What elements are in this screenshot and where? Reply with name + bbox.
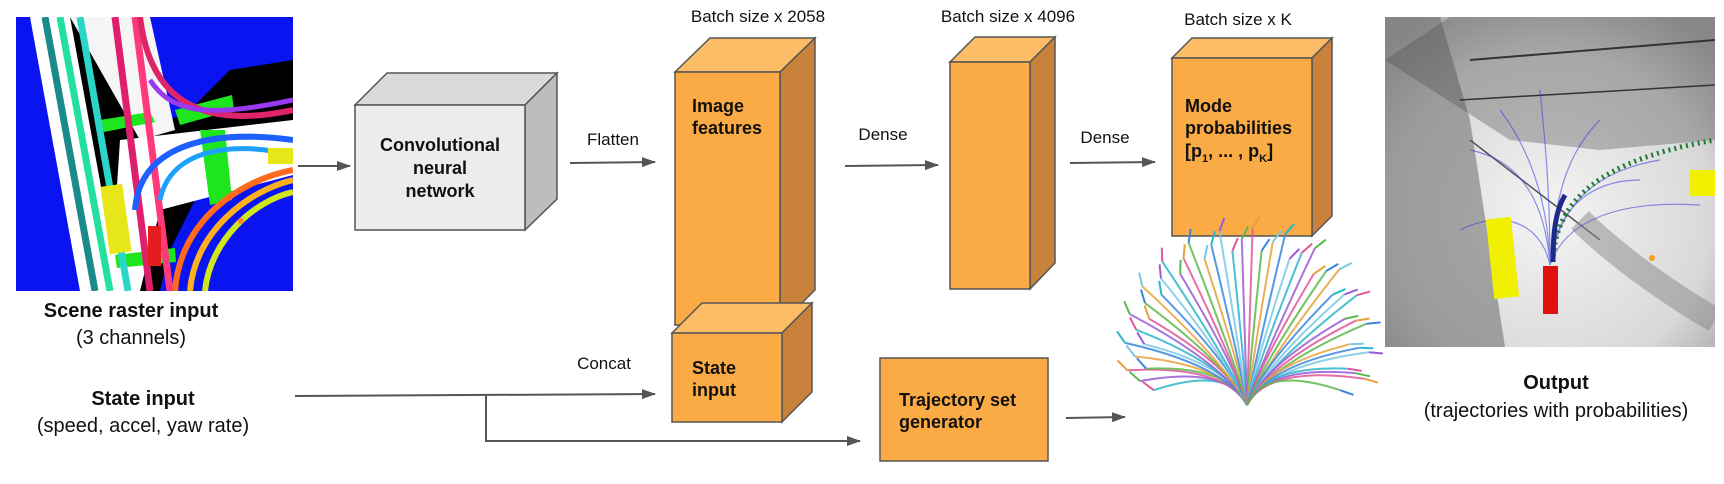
arrow-dense-1 [844, 160, 939, 171]
arrow-generator-to-trajectories [1065, 412, 1126, 423]
concat-label: Concat [577, 354, 631, 373]
trajectory-branch [1123, 300, 1131, 315]
image-features-label-line1: Image [692, 96, 744, 116]
trajectory-branch [1182, 244, 1186, 259]
trajectory-branch [1347, 367, 1362, 372]
arrow-state-concat [294, 389, 656, 400]
trajectory-branch [1203, 244, 1209, 260]
dense-label-1: Dense [858, 125, 907, 144]
trajectory-generator-block [879, 357, 1049, 462]
trajectory-branch [1313, 265, 1326, 275]
output-title: Output [1523, 372, 1589, 394]
trajectory-branch [1140, 289, 1146, 304]
state-input-block [670, 301, 814, 424]
dense-label-2: Dense [1080, 128, 1129, 147]
image-features-size-label: Batch size x 2058 [691, 7, 825, 26]
arrows [294, 157, 1156, 446]
trajectory-branch [1231, 237, 1239, 252]
mode-probs-size-label: Batch size x K [1184, 10, 1292, 29]
output-map-image [1385, 17, 1715, 347]
cnn-label-line3: network [405, 181, 475, 201]
trajectory-branch [1368, 351, 1383, 355]
state-box-label-line1: State [692, 358, 736, 378]
trajectory-branch [1143, 305, 1151, 320]
trajectory-branch [1355, 372, 1371, 378]
trajectory-branch [1141, 380, 1155, 391]
trajectory-branch [1240, 226, 1249, 240]
cnn-label-line1: Convolutional [380, 135, 500, 155]
trajectory-branch [1136, 357, 1147, 370]
trajectory-curve [1127, 368, 1248, 406]
mode-probs-label-line1: Mode [1185, 96, 1232, 116]
cnn-label-line2: neural [413, 158, 467, 178]
dense-4096-block [948, 35, 1057, 291]
trajectory-branch [1288, 248, 1301, 260]
trajectory-branch [1364, 377, 1379, 384]
trajectory-branch [1160, 247, 1164, 262]
trajectory-branch [1125, 344, 1136, 358]
mode-probs-formula: [p1, ... , pK] [1185, 141, 1273, 165]
trajectory-branch [1339, 389, 1354, 396]
trajectory-branch [1355, 317, 1370, 322]
output-subtitle: (trajectories with probabilities) [1424, 400, 1689, 422]
arrow-state-to-generator [485, 396, 861, 446]
arrow-flatten [569, 157, 656, 168]
trajectory-branch [1338, 262, 1353, 271]
trajectory-set-illustration [1116, 215, 1383, 406]
trajectory-branch [1314, 238, 1327, 250]
state-input-subtitle: (speed, accel, yaw rate) [37, 415, 249, 437]
trajectory-branch [1284, 222, 1296, 235]
trajectory-branch [1210, 231, 1216, 245]
trajectory-branch [1116, 359, 1129, 372]
trajectory-generator-label-line2: generator [899, 412, 982, 432]
trajectory-branch [1251, 215, 1261, 229]
image-features-label-line2: features [692, 118, 762, 138]
trajectory-branch [1344, 288, 1359, 296]
trajectory-branch [1218, 217, 1226, 232]
trajectory-branch [1366, 321, 1381, 325]
flatten-label: Flatten [587, 130, 639, 149]
trajectory-branch [1129, 316, 1138, 331]
trajectory-branch [1349, 342, 1364, 346]
trajectory-branch [1301, 242, 1313, 254]
state-input-title: State input [91, 388, 195, 410]
trajectory-branch [1128, 371, 1141, 382]
trajectory-branch [1136, 331, 1146, 345]
scene-input-subtitle: (3 channels) [76, 327, 186, 349]
scene-input-title: Scene raster input [44, 300, 219, 322]
trajectory-branch [1356, 290, 1371, 297]
trajectory-branch [1158, 280, 1163, 295]
trajectory-branch [1187, 228, 1192, 243]
image-features-block [673, 36, 817, 327]
state-box-label-line2: input [692, 380, 736, 400]
trajectory-branch [1272, 230, 1283, 243]
trajectory-branch [1260, 238, 1271, 252]
cnn-block [353, 71, 559, 232]
arrow-dense-2 [1069, 157, 1156, 168]
scene-raster-image [16, 17, 293, 291]
trajectory-branch [1325, 263, 1339, 272]
trajectory-branch [1158, 264, 1162, 279]
trajectory-branch [1344, 314, 1359, 320]
trajectory-generator-label-line1: Trajectory set [899, 390, 1016, 410]
dense-4096-size-label: Batch size x 4096 [941, 7, 1075, 26]
trajectory-branch [1138, 272, 1144, 287]
mode-probabilities-block [1170, 36, 1334, 238]
trajectory-curve [1246, 379, 1341, 406]
trajectory-branch [1116, 330, 1126, 344]
mode-probs-label-line2: probabilities [1185, 118, 1292, 138]
trajectory-branch [1332, 288, 1346, 296]
